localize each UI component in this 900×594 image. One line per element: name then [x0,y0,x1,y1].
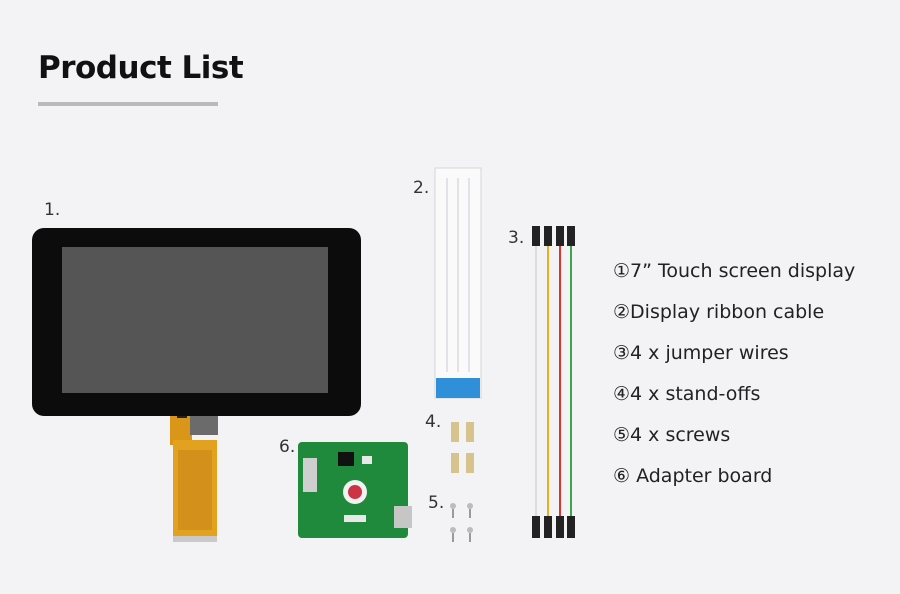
adapter-board-image [298,442,412,538]
screen-number-label: 1. [44,200,61,220]
list-item-standoffs: ④4 x stand-offs [613,383,761,405]
jumper-wires-image [532,226,575,538]
screws-number-label: 5. [428,493,445,513]
list-item-ribbon-cable: ②Display ribbon cable [613,301,825,323]
list-item-touch-screen: ①7” Touch screen display [613,260,856,282]
screws-image [450,503,473,542]
wires-number-label: 3. [508,228,525,248]
standoffs-number-label: 4. [425,412,442,432]
standoffs-image [451,422,474,473]
touch-screen-image [32,228,361,542]
page-title: Product List [38,50,244,86]
title-underline [38,102,218,106]
list-item-screws: ⑤4 x screws [613,424,731,446]
list-item-jumper-wires: ③4 x jumper wires [613,342,789,364]
ribbon-cable-image [434,167,482,399]
product-list: ①7” Touch screen display ②Display ribbon… [613,256,855,502]
ribbon-number-label: 2. [413,178,430,198]
list-item-adapter-board: ⑥ Adapter board [613,465,773,487]
adapter-number-label: 6. [279,437,296,457]
